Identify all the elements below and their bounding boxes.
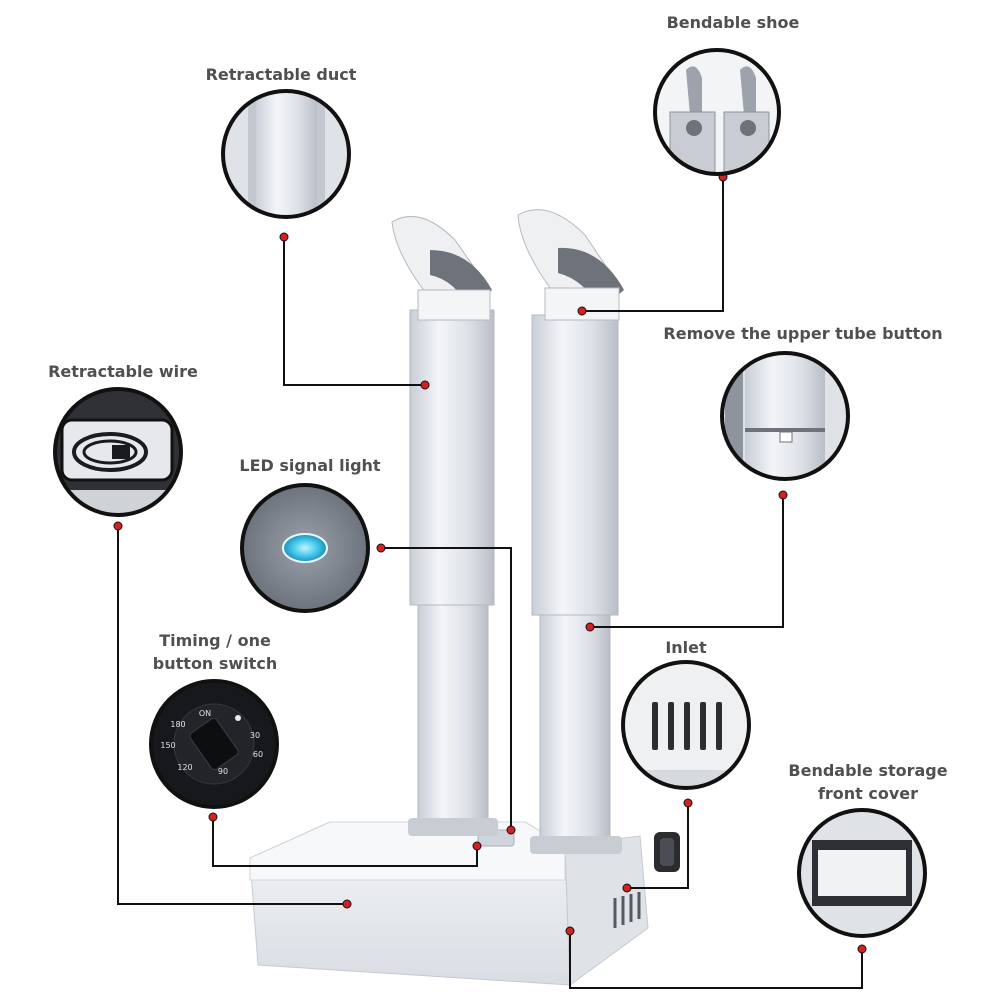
label-storage-cover-line1: Bendable storage: [788, 761, 948, 780]
zoom-timing-switch: ON 180 30 150 60 120 90: [149, 679, 279, 809]
right-tube: [517, 209, 624, 854]
callout-line-led: [381, 547, 512, 830]
label-bendable-shoe: Bendable shoe: [666, 13, 800, 32]
zoom-retractable-duct: [221, 89, 351, 219]
callout-line-inlet: [627, 803, 689, 889]
shoe-dryer-device: [249, 209, 680, 986]
zoom-storage-cover: [797, 808, 927, 938]
callout-lines: [117, 177, 863, 989]
dial-label-180: 180: [170, 720, 185, 729]
zoom-retractable-wire: [53, 387, 183, 517]
label-inlet: Inlet: [665, 638, 707, 657]
label-timing-switch-line1: Timing / one: [159, 631, 271, 650]
callout-line-upper-tube-button: [590, 495, 784, 628]
left-tube: [391, 215, 498, 836]
label-led-signal-light: LED signal light: [239, 456, 381, 475]
label-timing-switch-line2: button switch: [152, 654, 278, 673]
callout-line-timing-switch: [212, 817, 478, 867]
label-storage-cover-line2: front cover: [817, 784, 919, 803]
callout-line-bendable-shoe: [582, 177, 724, 312]
callout-line-retractable-duct: [283, 237, 425, 386]
dial-label-60: 60: [253, 750, 263, 759]
dial-label-120: 120: [177, 763, 192, 772]
zoom-bendable-shoe: [653, 48, 781, 176]
label-retractable-wire: Retractable wire: [48, 362, 198, 381]
zoom-upper-tube-button: [720, 351, 850, 481]
label-retractable-duct: Retractable duct: [205, 65, 357, 84]
side-vents: [613, 892, 641, 928]
dial-label-on: ON: [199, 709, 211, 718]
callout-line-storage-cover: [569, 931, 863, 989]
dial-label-30: 30: [250, 731, 260, 740]
led-light: [282, 533, 328, 563]
dial-label-90: 90: [218, 767, 228, 776]
zoom-led-signal-light: [240, 483, 370, 613]
label-remove-upper-tube-button: Remove the upper tube button: [663, 324, 943, 343]
dial-label-150: 150: [160, 741, 175, 750]
zoom-inlet: [621, 660, 751, 790]
timer-dial-knob: [189, 717, 239, 771]
side-knob: [654, 832, 680, 872]
callout-line-retractable-wire: [117, 526, 347, 905]
